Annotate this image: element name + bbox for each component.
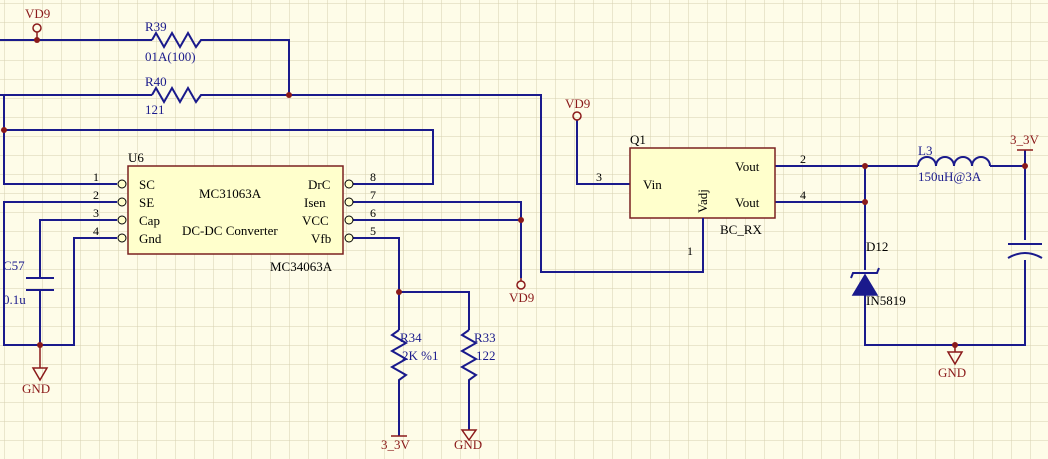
q1-pin-4: 4 (800, 188, 806, 202)
pin-name: Isen (304, 195, 326, 210)
r40-value: 121 (145, 102, 165, 117)
u6-ref: U6 (128, 150, 144, 165)
pin-name: DrC (308, 177, 330, 192)
resistor-r34[interactable]: R34 2K %1 (389, 329, 438, 385)
u6-name: MC31063A (199, 186, 262, 201)
pin-number: 2 (93, 188, 99, 202)
q1-vadj-label: Vadj (695, 189, 710, 213)
u6-pin-7[interactable]: 7 Isen (304, 188, 376, 210)
u6-pin-8[interactable]: 8 DrC (308, 170, 376, 192)
q1-pin-1: 1 (687, 244, 693, 258)
wires (0, 39, 1026, 436)
q1-part: BC_RX (720, 222, 763, 237)
pin-name: Vfb (311, 231, 331, 246)
u6-pin-3[interactable]: 3 Cap (93, 206, 160, 228)
gnd-symbol-c57[interactable]: GND (22, 345, 50, 396)
q1-vin-label: Vin (643, 177, 662, 192)
power-port-vd9-q1[interactable]: VD9 (565, 96, 590, 121)
l3-value: 150uH@3A (918, 169, 982, 184)
u6-desc: DC-DC Converter (182, 223, 278, 238)
power-port-3v3-right[interactable]: 3_3V (1010, 132, 1040, 151)
r39-value: 01A(100) (145, 49, 196, 64)
pin-name: Cap (139, 213, 160, 228)
q1-vout1-label: Vout (735, 159, 760, 174)
d12-ref: D12 (866, 239, 888, 254)
u6-pin-5[interactable]: 5 Vfb (311, 224, 376, 246)
resistor-r39[interactable]: R39 01A(100) (145, 19, 205, 64)
r33-value: 122 (476, 348, 496, 363)
q1-pin-3: 3 (596, 170, 602, 184)
capacitor-c57[interactable]: C57 0.1u (3, 258, 54, 307)
u6-pin-1[interactable]: 1 SC (93, 170, 155, 192)
r33-ref: R33 (474, 330, 496, 345)
u6-body (127, 165, 344, 255)
power-port-3v3-r34[interactable]: 3_3V (381, 435, 411, 452)
q1-vout2-label: Vout (735, 195, 760, 210)
r34-value: 2K %1 (402, 348, 438, 363)
vd9-label: VD9 (565, 96, 590, 111)
u6-pin-6[interactable]: 6 VCC (302, 206, 376, 228)
l3-ref: L3 (918, 143, 932, 158)
pin-number: 6 (370, 206, 376, 220)
q1-body (629, 147, 776, 219)
v33-label: 3_3V (1010, 132, 1040, 147)
power-port-vd9-top-left[interactable]: VD9 (25, 6, 50, 40)
r34-ref: R34 (400, 330, 422, 345)
pin-number: 5 (370, 224, 376, 238)
u6-part: MC34063A (270, 259, 333, 274)
vd9-label: VD9 (509, 290, 534, 305)
gnd-label: GND (938, 365, 966, 380)
pin-number: 8 (370, 170, 376, 184)
gnd-label: GND (22, 381, 50, 396)
ic-u6[interactable]: U6 MC31063A DC-DC Converter MC34063A 1 S… (93, 150, 376, 274)
regulator-q1[interactable]: Q1 Vin Vout Vout Vadj BC_RX 3 2 4 1 (596, 132, 806, 258)
pin-name: VCC (302, 213, 329, 228)
c57-ref: C57 (3, 258, 25, 273)
resistor-r40[interactable]: R40 121 (145, 74, 205, 117)
output-capacitor[interactable] (1007, 243, 1043, 259)
u6-pin-2[interactable]: 2 SE (93, 188, 154, 210)
q1-ref: Q1 (630, 132, 646, 147)
pin-name: Gnd (139, 231, 162, 246)
vd9-label: VD9 (25, 6, 50, 21)
pin-name: SE (139, 195, 154, 210)
diode-d12[interactable]: D12 IN5819 (850, 239, 906, 308)
power-port-vd9-vcc[interactable]: VD9 (509, 278, 534, 305)
pin-number: 4 (93, 224, 99, 238)
r39-ref: R39 (145, 19, 167, 34)
r40-ref: R40 (145, 74, 167, 89)
pin-number: 7 (370, 188, 376, 202)
d12-value: IN5819 (866, 293, 906, 308)
v33-label: 3_3V (381, 437, 411, 452)
gnd-label: GND (454, 437, 482, 452)
resistor-r33[interactable]: R33 122 (459, 329, 496, 385)
gnd-symbol-r33[interactable]: GND (454, 429, 482, 452)
inductor-l3[interactable]: L3 150uH@3A (917, 143, 991, 184)
pin-number: 1 (93, 170, 99, 184)
c57-value: 0.1u (3, 292, 26, 307)
gnd-symbol-right[interactable]: GND (938, 345, 966, 380)
pin-number: 3 (93, 206, 99, 220)
u6-pin-4[interactable]: 4 Gnd (93, 224, 162, 246)
q1-pin-2: 2 (800, 152, 806, 166)
pin-name: SC (139, 177, 155, 192)
